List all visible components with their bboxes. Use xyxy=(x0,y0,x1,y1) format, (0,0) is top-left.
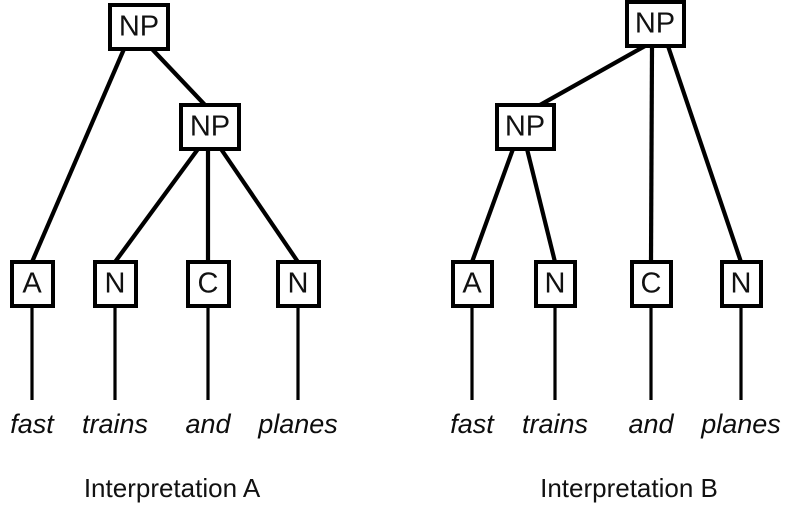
branch-b-np-root-to-b-n-planes xyxy=(666,45,743,263)
node-b-n-planes[interactable]: N xyxy=(720,260,763,308)
word-b-word-and: and xyxy=(628,409,674,439)
branch-b-np-inner-to-b-n-trains xyxy=(524,148,558,263)
node-label-a-c-and: C xyxy=(198,268,219,300)
caption-interpretation-b: Interpretation B xyxy=(540,473,718,503)
node-box-rect-a-np-inner xyxy=(179,103,241,151)
node-a-np-root[interactable]: NP xyxy=(108,3,170,51)
node-b-np-inner[interactable]: NP xyxy=(495,103,556,151)
node-a-c-and[interactable]: C xyxy=(186,260,231,308)
node-b-c-and[interactable]: C xyxy=(630,260,673,308)
node-label-a-a-fast: A xyxy=(22,268,42,300)
branch-a-np-root-to-a-a-fast xyxy=(30,48,126,263)
node-box-rect-b-np-inner xyxy=(495,103,556,151)
branch-a-np-inner-to-a-n-planes xyxy=(219,147,300,264)
node-label-b-np-inner: NP xyxy=(505,111,545,143)
word-b-word-trains: trains xyxy=(522,409,588,439)
node-label-b-n-planes: N xyxy=(731,268,752,300)
word-a-word-planes: planes xyxy=(257,409,338,439)
branch-b-np-root-to-b-np-inner xyxy=(538,44,647,107)
word-a-word-and: and xyxy=(185,409,231,439)
node-b-np-root[interactable]: NP xyxy=(625,0,686,48)
leaf-stem-group xyxy=(470,306,743,400)
node-box-rect-a-np-root xyxy=(108,3,170,51)
node-box-rect-b-np-root xyxy=(625,0,686,48)
node-box-rect-b-n-planes xyxy=(720,260,763,308)
node-label-a-n-trains: N xyxy=(105,268,126,300)
branch-b-np-inner-to-b-a-fast xyxy=(470,148,515,263)
node-label-b-c-and: C xyxy=(641,268,662,300)
node-label-b-a-fast: A xyxy=(462,268,482,300)
node-a-a-fast[interactable]: A xyxy=(10,260,55,308)
branch-b-np-root-to-b-c-and xyxy=(648,45,655,263)
node-group: NP NP A N C N xyxy=(10,3,321,308)
node-label-b-np-root: NP xyxy=(635,8,675,40)
node-box-rect-b-c-and xyxy=(630,260,673,308)
node-box-rect-b-n-trains xyxy=(534,260,577,308)
node-b-a-fast[interactable]: A xyxy=(451,260,494,308)
word-group: fast trains and planes xyxy=(10,409,338,439)
branch-group xyxy=(470,44,743,263)
word-group: fast trains and planes xyxy=(450,409,781,439)
node-label-a-np-root: NP xyxy=(119,11,159,43)
node-label-a-n-planes: N xyxy=(288,268,309,300)
word-b-word-fast: fast xyxy=(450,409,495,439)
branch-a-np-root-to-a-np-inner xyxy=(150,47,207,107)
node-b-n-trains[interactable]: N xyxy=(534,260,577,308)
node-box-rect-a-n-trains xyxy=(93,260,138,308)
node-box-rect-a-n-planes xyxy=(276,260,321,308)
node-a-n-trains[interactable]: N xyxy=(93,260,138,308)
node-label-a-np-inner: NP xyxy=(190,111,230,143)
word-b-word-planes: planes xyxy=(700,409,781,439)
leaf-stem-group xyxy=(30,306,300,400)
node-box-rect-a-c-and xyxy=(186,260,231,308)
caption-interpretation-a: Interpretation A xyxy=(84,473,261,503)
node-a-n-planes[interactable]: N xyxy=(276,260,321,308)
node-a-np-inner[interactable]: NP xyxy=(179,103,241,151)
node-label-b-n-trains: N xyxy=(545,268,566,300)
node-box-rect-b-a-fast xyxy=(451,260,494,308)
word-a-word-fast: fast xyxy=(10,409,55,439)
node-group: NP NP A N C N xyxy=(451,0,763,308)
branch-group xyxy=(30,47,300,264)
node-box-rect-a-a-fast xyxy=(10,260,55,308)
branch-a-np-inner-to-a-n-trains xyxy=(113,147,200,264)
word-a-word-trains: trains xyxy=(82,409,148,439)
